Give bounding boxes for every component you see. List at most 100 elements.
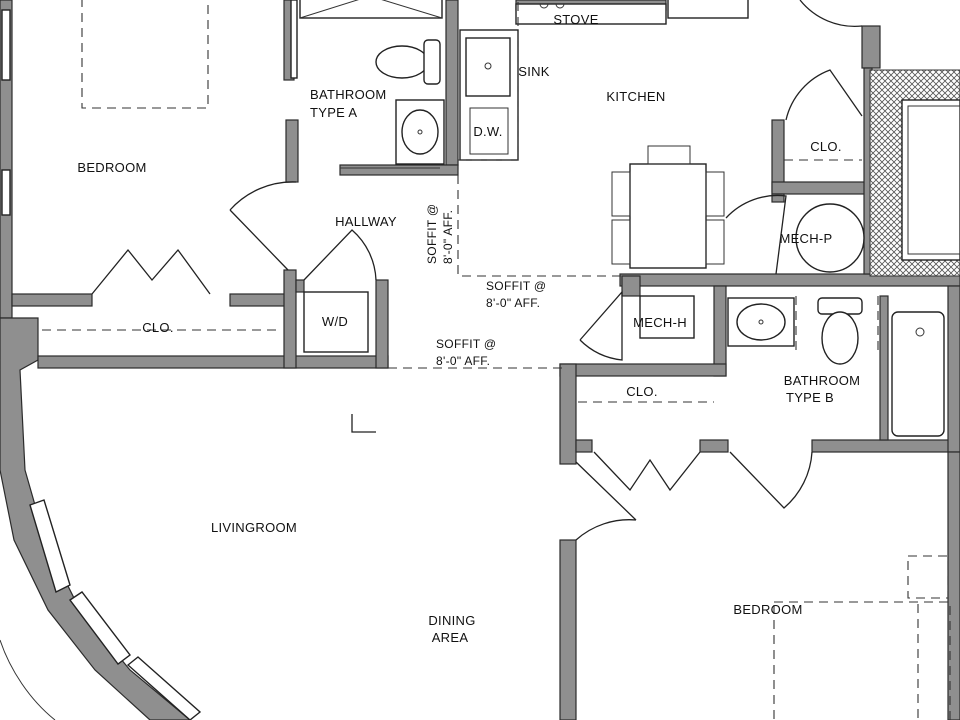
wall-clo-bottom (771, 181, 869, 195)
soffit-line-kitchen (457, 160, 622, 277)
toilet-tank-bath-a (423, 39, 441, 85)
label-dishwasher: D.W. (473, 124, 502, 139)
label-bedroom-2: BEDROOM (733, 602, 802, 617)
wall-bedroom-closet-bottom-left (11, 293, 93, 307)
wall-mech-h-top (621, 275, 641, 297)
label-dining-2: AREA (432, 630, 469, 645)
label-hallway: HALLWAY (335, 214, 397, 229)
door-closet-2 (785, 69, 863, 121)
corner-marker (351, 414, 376, 433)
label-closet-1: CLO. (142, 320, 174, 335)
dishwasher (469, 107, 509, 155)
chair-right-1 (705, 171, 725, 217)
wall-bathb-right (947, 285, 960, 453)
stove-burners (539, 3, 565, 9)
wall-closet3-bottom-left (575, 439, 593, 453)
label-closet-2: CLO. (810, 139, 842, 154)
kitchen-drain (484, 62, 492, 70)
label-washer-dryer: W/D (322, 314, 348, 329)
sink-bath-b (736, 303, 786, 341)
label-dining-1: DINING (428, 613, 475, 628)
label-kitchen: KITCHEN (606, 89, 665, 104)
wall-wd-top (295, 279, 305, 293)
wall-kitchen-right (861, 25, 881, 69)
door-closet-3 (593, 451, 701, 492)
nightstand-bedroom-2 (907, 555, 949, 599)
balcony-arc (0, 639, 56, 720)
door-washer-dryer (303, 229, 377, 281)
exterior-opening-inner (907, 105, 960, 255)
counter-outline (458, 2, 519, 161)
exterior-opening (901, 99, 960, 261)
label-stove: STOVE (553, 12, 598, 27)
label-soffit-vertical-1: SOFFIT @ (425, 204, 439, 264)
wall-bedroom2-left (559, 539, 577, 720)
shower-rod (290, 0, 298, 79)
dining-table (629, 163, 707, 269)
label-bathroom-b-1: BATHROOM (784, 373, 861, 388)
wall-bath-bottom (339, 164, 459, 176)
wall-wd-right (375, 279, 389, 369)
wall-mech-p-bottom (619, 273, 960, 287)
door-entry-arc (799, 0, 863, 28)
label-soffit-lower-2: 8'-0" AFF. (436, 354, 490, 368)
drain-bath-a (417, 129, 423, 135)
refrigerator (667, 0, 749, 19)
wall-closet-lower (37, 355, 389, 369)
window-curved-2 (68, 591, 131, 665)
mech-h-unit (639, 295, 695, 339)
wall-curved-livingroom (0, 317, 191, 720)
chair-left-1 (611, 171, 631, 217)
drain-bath-b (758, 319, 764, 325)
wall-bath-kitchen (445, 0, 459, 166)
wall-bedroom2-right (947, 451, 960, 720)
window-curved-3 (126, 656, 202, 720)
room-labels: BEDROOM BATHROOM TYPE A HALLWAY KITCHEN … (77, 12, 860, 645)
kitchen-sink-basin (465, 37, 511, 97)
soffit-labels: SOFFIT @ 8'-0" AFF. SOFFIT @ 8'-0" AFF. … (425, 204, 546, 368)
wall-mech-h-bottom (559, 363, 727, 377)
water-heater (795, 203, 865, 273)
shower-stall (299, 0, 443, 19)
bath-b-counter-dash (795, 296, 879, 350)
label-bathroom-a-2: TYPE A (310, 105, 357, 120)
tub-drain (915, 327, 925, 337)
shower-lines (299, 0, 443, 19)
window-left-lower (1, 169, 11, 216)
chair-top (647, 145, 691, 165)
door-closet-1 (91, 248, 211, 295)
wall-wd-left (283, 269, 297, 369)
door-bathroom-b (729, 451, 813, 509)
toilet-bath-b (821, 311, 859, 365)
label-bedroom-1: BEDROOM (77, 160, 146, 175)
label-mech-h: MECH-H (633, 315, 687, 330)
chair-right-2 (705, 219, 725, 265)
sink-bath-a (401, 109, 439, 155)
label-bathroom-b-2: TYPE B (786, 390, 834, 405)
bathtub (891, 311, 945, 437)
door-bedroom-2 (575, 461, 637, 541)
label-sink: SINK (518, 64, 550, 79)
washer-dryer (303, 291, 369, 353)
label-soffit-middle-2: 8'-0" AFF. (486, 296, 540, 310)
wall-bathb-bottom (811, 439, 960, 453)
door-mech-h (579, 290, 623, 361)
chair-left-2 (611, 219, 631, 265)
label-soffit-lower-1: SOFFIT @ (436, 337, 496, 351)
label-livingroom: LIVINGROOM (211, 520, 297, 535)
doors (91, 0, 863, 541)
bed-outline-bedroom-1 (81, 0, 209, 109)
label-closet-3: CLO. (626, 384, 658, 399)
wall-mech-p-left (771, 193, 785, 203)
door-mech-p (725, 194, 787, 275)
label-mech-p: MECH-P (779, 231, 832, 246)
bed-outline-bedroom-2 (773, 601, 951, 720)
wall-closet3-bottom-right (699, 439, 729, 453)
wall-closet3-left (559, 363, 577, 465)
stove-range (515, 3, 667, 25)
label-soffit-vertical-2: 8'-0" AFF. (441, 210, 455, 264)
wall-clo-left (771, 119, 785, 193)
label-bathroom-a-1: BATHROOM (310, 87, 387, 102)
